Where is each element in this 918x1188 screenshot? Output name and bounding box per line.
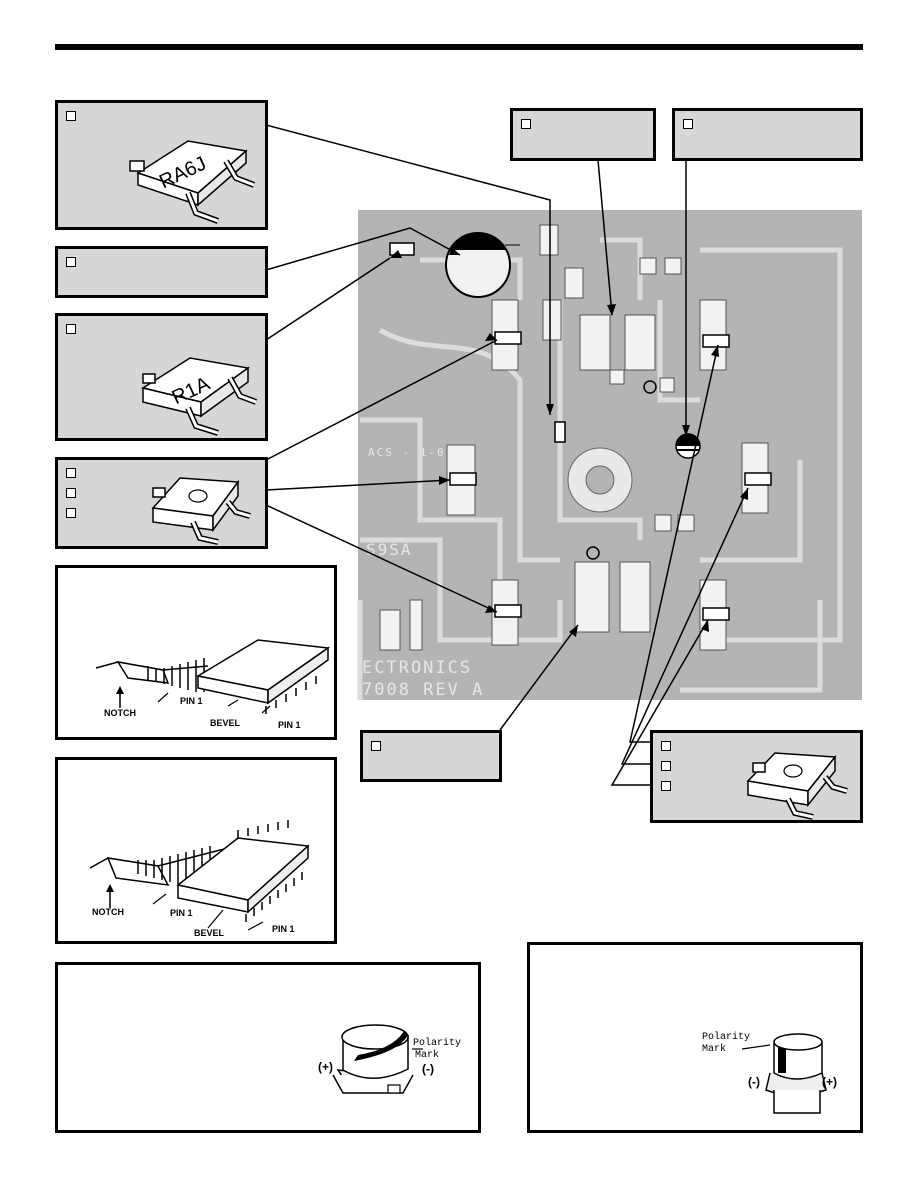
checkbox[interactable] bbox=[521, 119, 531, 129]
sot23-right-drawing bbox=[746, 752, 848, 820]
checkbox[interactable] bbox=[66, 508, 76, 518]
callout-ic-top bbox=[510, 108, 656, 161]
bevel-label: BEVEL bbox=[194, 928, 225, 938]
capacitor-h-drawing bbox=[332, 1024, 423, 1094]
checkbox[interactable] bbox=[66, 257, 76, 267]
checkbox[interactable] bbox=[683, 119, 693, 129]
callout-sot23-dot bbox=[55, 457, 268, 549]
callout-cap-top bbox=[672, 108, 863, 161]
polarity-mark-line2: Mark bbox=[702, 1044, 727, 1055]
checkbox[interactable] bbox=[66, 468, 76, 478]
pin1-label: PIN 1 bbox=[170, 908, 193, 918]
plus-label: (+) bbox=[822, 1075, 837, 1089]
checkbox[interactable] bbox=[661, 761, 671, 771]
capacitor-diagram-horizontal: Polarity Mark (+) (-) bbox=[55, 962, 481, 1133]
capacitor-v-drawing bbox=[741, 1033, 827, 1114]
minus-label: (-) bbox=[748, 1075, 760, 1089]
soic-2-drawing bbox=[89, 820, 310, 931]
checkbox[interactable] bbox=[66, 488, 76, 498]
plus-label: (+) bbox=[318, 1060, 333, 1074]
notch-label: NOTCH bbox=[92, 907, 124, 917]
callout-sot23-ra6j: RA6J bbox=[55, 100, 268, 230]
pcb-silk-board: 7008 REV A bbox=[362, 680, 485, 700]
soic-diagram-2: NOTCH PIN 1 BEVEL PIN 1 bbox=[55, 757, 337, 944]
sot23-dot-drawing bbox=[151, 477, 251, 545]
pcb-silk-code: ACS - 1-0 bbox=[368, 446, 446, 459]
callout-sot23-right bbox=[650, 730, 863, 823]
pin1-label: PIN 1 bbox=[180, 696, 203, 706]
checkbox[interactable] bbox=[661, 741, 671, 751]
minus-label: (-) bbox=[422, 1062, 434, 1076]
bevel-label: BEVEL bbox=[210, 718, 241, 728]
checkbox[interactable] bbox=[66, 324, 76, 334]
sot23-ra6j-drawing: RA6J bbox=[129, 140, 256, 224]
top-rule bbox=[55, 44, 863, 50]
soic-diagram-1: NOTCH PIN 1 BEVEL PIN 1 bbox=[55, 565, 337, 740]
soic-1-drawing bbox=[95, 639, 331, 714]
capacitor-diagram-vertical: Polarity Mark (-) (+) bbox=[527, 942, 863, 1133]
polarity-mark-line1: Polarity bbox=[413, 1038, 462, 1049]
polarity-mark-line2: Mark bbox=[415, 1050, 440, 1061]
polarity-mark-line1: Polarity bbox=[702, 1032, 751, 1043]
checkbox[interactable] bbox=[66, 111, 76, 121]
checkbox[interactable] bbox=[661, 781, 671, 791]
sot23-r1a-drawing: R1A bbox=[141, 357, 258, 436]
callout-sot23-r1a: R1A bbox=[55, 313, 268, 441]
pin1-label: PIN 1 bbox=[272, 924, 295, 934]
callout-electrolytic bbox=[55, 246, 268, 298]
notch-label: NOTCH bbox=[104, 708, 136, 718]
pin1-label: PIN 1 bbox=[278, 720, 301, 730]
pcb-silk-part: S9SA bbox=[366, 540, 413, 559]
pcb-silk-brand: ECTRONICS bbox=[362, 658, 473, 678]
callout-ic-bottom bbox=[360, 730, 502, 782]
checkbox[interactable] bbox=[371, 741, 381, 751]
